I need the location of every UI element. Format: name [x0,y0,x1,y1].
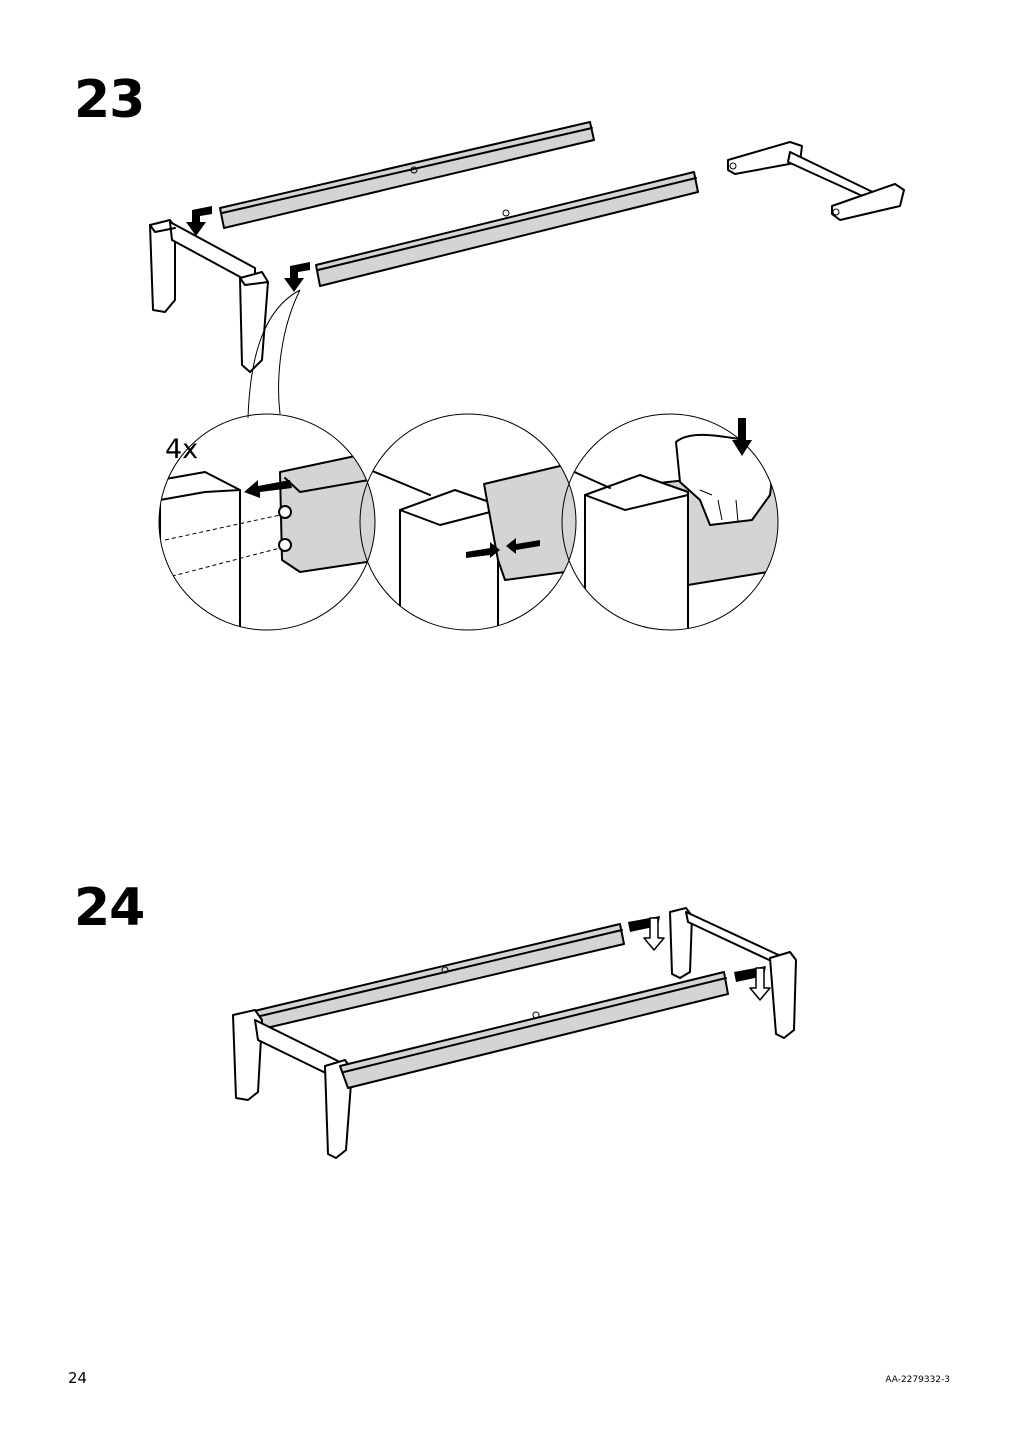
rail-lower [315,171,699,287]
document-code: AA-2279332-3 [885,1375,950,1385]
step-24-illustration [232,907,797,1159]
detail-circle-3 [561,413,779,631]
insert-arrow-icon [284,262,310,292]
press-down-arrow-icon [732,418,752,456]
detail-circle-1 [158,413,376,631]
quantity-label: 4x [165,434,199,465]
detail-circle-2 [359,413,577,631]
step-number-24: 24 [74,878,145,938]
outline-arrow-icon [643,917,665,951]
end-frame-left [149,219,269,373]
page-number: 24 [68,1369,88,1387]
end-frame-right [727,141,905,221]
outline-arrow-icon [749,967,771,1001]
insert-arrow-icon [186,206,212,236]
step-23-illustration [149,121,905,631]
rail-upper [219,121,595,229]
step-number-23: 23 [74,70,145,130]
